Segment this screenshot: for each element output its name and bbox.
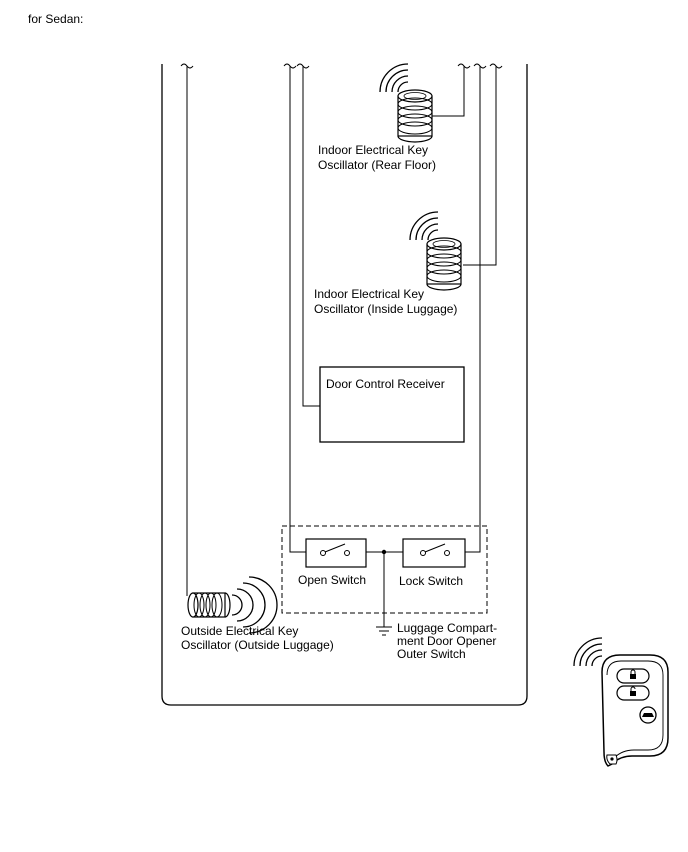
outside-oscillator-icon [187,576,278,634]
indoor-luggage-oscillator-icon [409,211,462,291]
door-control-receiver-label: Door Control Receiver [326,377,445,391]
indoor-rear-oscillator-label-2: Oscillator (Rear Floor) [318,158,437,172]
open-switch-label: Open Switch [298,573,367,587]
lock-switch-label: Lock Switch [399,574,464,588]
indoor-luggage-oscillator-label-1: Indoor Electrical Key [314,287,425,301]
indoor-luggage-oscillator-label-2: Oscillator (Inside Luggage) [314,302,458,316]
outer-switch-label-1: Luggage Compart- [397,621,498,635]
indoor-rear-oscillator-icon [379,63,433,143]
outside-oscillator-label-2: Oscillator (Outside Luggage) [181,638,334,652]
enclosure-frame [161,64,528,706]
outer-switch-label-3: Outer Switch [397,647,466,661]
door-control-receiver-box [319,366,465,443]
open-switch-symbol [305,538,367,568]
indoor-rear-oscillator-label-1: Indoor Electrical Key [318,143,429,157]
outer-switch-enclosure [281,525,488,614]
outer-switch-label-2: ment Door Opener [397,634,497,648]
lock-switch-symbol [402,538,466,568]
smart-key-fob-icon [573,637,669,767]
outside-oscillator-label-1: Outside Electrical Key [181,624,299,638]
diagram-caption: for Sedan: [28,12,84,26]
